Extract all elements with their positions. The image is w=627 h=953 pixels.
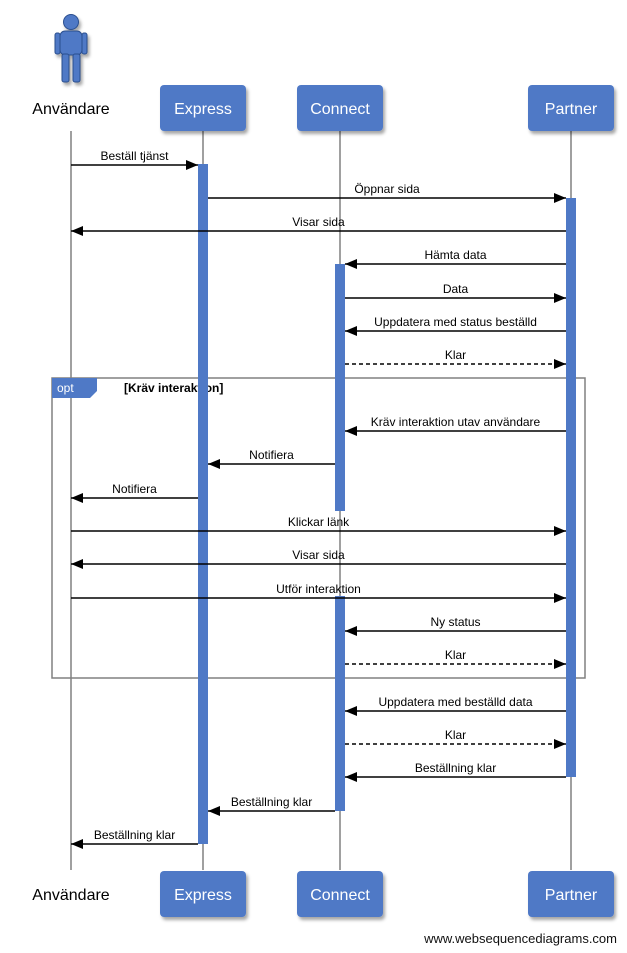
participant-label-express-top: Express: [174, 101, 232, 118]
message: Utför interaktion: [71, 582, 566, 603]
message: Notifiera: [71, 482, 198, 503]
opt-tag-label: opt: [57, 381, 74, 395]
message: Uppdatera med status beställd: [345, 315, 566, 336]
message-label: Öppnar sida: [354, 182, 420, 196]
participant-label-express-bottom: Express: [174, 887, 232, 904]
participant-box-connect-top: Connect: [297, 85, 383, 131]
participant-box-partner-bottom: Partner: [528, 871, 614, 917]
message: Klar: [345, 648, 566, 669]
message-label: Beställ tjänst: [100, 149, 169, 163]
message: Notifiera: [208, 448, 335, 469]
message: Beställning klar: [208, 795, 335, 816]
participant-box-express-bottom: Express: [160, 871, 246, 917]
message-label: Hämta data: [424, 248, 486, 262]
participant-box-connect-bottom: Connect: [297, 871, 383, 917]
participant-label-connect-top: Connect: [310, 101, 370, 118]
participant-label-user-top: Användare: [32, 101, 109, 118]
lifelines: [70, 131, 572, 870]
message-label: Visar sida: [292, 215, 345, 229]
message-label: Notifiera: [112, 482, 157, 496]
message-label: Beställning klar: [415, 761, 496, 775]
message: Visar sida: [71, 548, 566, 569]
participant-label-connect-bottom: Connect: [310, 887, 370, 904]
express-activation-bar: [198, 164, 208, 844]
participant-label-partner-bottom: Partner: [545, 887, 598, 904]
opt-condition: [Kräv interaktion]: [124, 381, 223, 395]
message: Kräv interaktion utav användare: [345, 415, 566, 436]
participant-label-partner-top: Partner: [545, 101, 598, 118]
message-label: Ny status: [430, 615, 480, 629]
message-label: Data: [443, 282, 469, 296]
message: Klar: [345, 348, 566, 369]
message-label: Klar: [445, 648, 466, 662]
opt-tag-box: [52, 378, 97, 398]
message: Ny status: [345, 615, 566, 636]
message-label: Beställning klar: [94, 828, 175, 842]
participant-label-user-bottom: Användare: [32, 887, 109, 904]
footer-credit: www.websequencediagrams.com: [424, 931, 617, 946]
connect-activation-bar: [335, 596, 345, 811]
message-label: Klar: [445, 348, 466, 362]
message-label: Notifiera: [249, 448, 294, 462]
message: Hämta data: [345, 248, 566, 269]
activation-bars: [198, 164, 576, 844]
message-label: Visar sida: [292, 548, 345, 562]
message: Visar sida: [71, 215, 566, 236]
message: Beställning klar: [345, 761, 566, 782]
participant-box-express-top: Express: [160, 85, 246, 131]
message-label: Uppdatera med status beställd: [374, 315, 537, 329]
participant-box-partner-top: Partner: [528, 85, 614, 131]
message: Data: [345, 282, 566, 303]
message: Öppnar sida: [208, 182, 566, 203]
message: Beställ tjänst: [71, 149, 198, 170]
message-label: Beställning klar: [231, 795, 312, 809]
opt-frame-border: [51, 377, 586, 679]
message-label: Klickar länk: [288, 515, 350, 529]
message-label: Uppdatera med beställd data: [378, 695, 532, 709]
message-label: Utför interaktion: [276, 582, 361, 596]
message-label: Kräv interaktion utav användare: [371, 415, 541, 429]
message: Klar: [345, 728, 566, 749]
connect-activation-bar: [335, 264, 345, 511]
message: Uppdatera med beställd data: [345, 695, 566, 716]
message-label: Klar: [445, 728, 466, 742]
message: Klickar länk: [71, 515, 566, 536]
user-actor-icon: [54, 14, 88, 83]
partner-activation-bar: [566, 198, 576, 777]
message: Beställning klar: [71, 828, 198, 849]
